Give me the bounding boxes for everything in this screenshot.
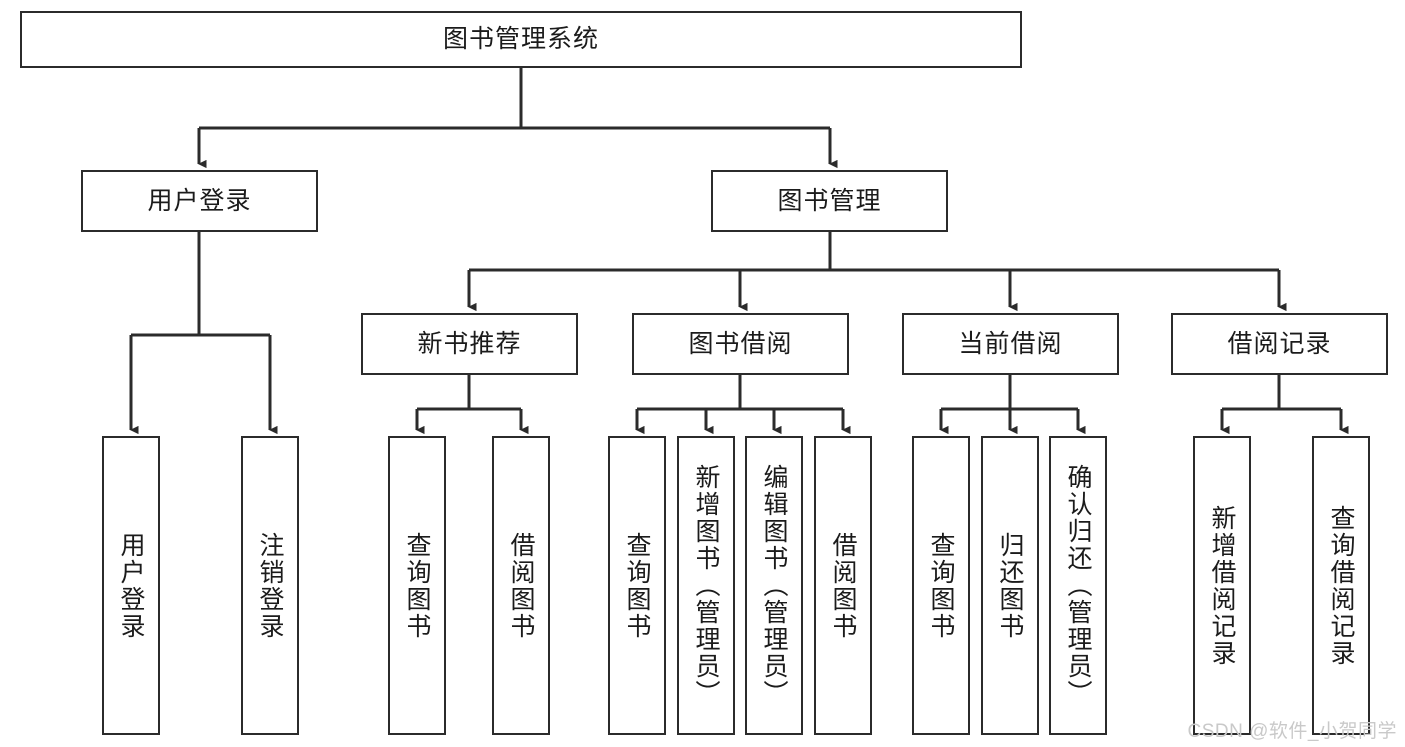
node-book-management[interactable]: 图书管理 xyxy=(711,170,948,232)
node-label: 查询图书 xyxy=(623,531,651,640)
leaf-logout[interactable]: 注销登录 xyxy=(241,436,299,735)
node-label: 图书管理系统 xyxy=(442,25,599,53)
leaf-borrow-book-recommend[interactable]: 借阅图书 xyxy=(492,436,550,735)
node-label: 编辑图书（管理员） xyxy=(760,464,788,707)
node-root-system[interactable]: 图书管理系统 xyxy=(20,11,1022,68)
node-label: 查询图书 xyxy=(403,531,431,640)
leaf-query-book-current[interactable]: 查询图书 xyxy=(912,436,970,735)
leaf-edit-book-admin[interactable]: 编辑图书（管理员） xyxy=(745,436,803,735)
node-label: 借阅图书 xyxy=(829,531,857,640)
node-label: 注销登录 xyxy=(256,531,284,640)
node-new-book-recommend[interactable]: 新书推荐 xyxy=(361,313,578,375)
node-label: 确认归还（管理员） xyxy=(1064,464,1092,707)
leaf-user-login[interactable]: 用户登录 xyxy=(102,436,160,735)
node-borrow-record[interactable]: 借阅记录 xyxy=(1171,313,1388,375)
node-label: 查询图书 xyxy=(927,531,955,640)
leaf-query-book-recommend[interactable]: 查询图书 xyxy=(388,436,446,735)
node-label: 当前借阅 xyxy=(958,329,1063,358)
leaf-return-book[interactable]: 归还图书 xyxy=(981,436,1039,735)
node-label: 用户登录 xyxy=(117,531,145,640)
node-label: 新增借阅记录 xyxy=(1208,504,1236,667)
node-label: 新增图书（管理员） xyxy=(692,464,720,707)
node-label: 用户登录 xyxy=(147,186,252,215)
leaf-confirm-return-admin[interactable]: 确认归还（管理员） xyxy=(1049,436,1107,735)
node-book-borrow[interactable]: 图书借阅 xyxy=(632,313,849,375)
leaf-query-book-borrow[interactable]: 查询图书 xyxy=(608,436,666,735)
node-label: 查询借阅记录 xyxy=(1327,504,1355,667)
node-label: 归还图书 xyxy=(996,531,1024,640)
node-label: 新书推荐 xyxy=(417,329,522,358)
leaf-add-book-admin[interactable]: 新增图书（管理员） xyxy=(677,436,735,735)
node-user-login[interactable]: 用户登录 xyxy=(81,170,318,232)
leaf-query-borrow-record[interactable]: 查询借阅记录 xyxy=(1312,436,1370,735)
csdn-watermark: CSDN @软件_小贺同学 xyxy=(1187,721,1397,742)
node-label: 图书借阅 xyxy=(688,329,793,358)
node-label: 图书管理 xyxy=(777,186,882,215)
leaf-add-borrow-record[interactable]: 新增借阅记录 xyxy=(1193,436,1251,735)
node-current-borrow[interactable]: 当前借阅 xyxy=(902,313,1119,375)
node-label: 借阅图书 xyxy=(507,531,535,640)
leaf-borrow-book[interactable]: 借阅图书 xyxy=(814,436,872,735)
node-label: 借阅记录 xyxy=(1227,329,1332,358)
